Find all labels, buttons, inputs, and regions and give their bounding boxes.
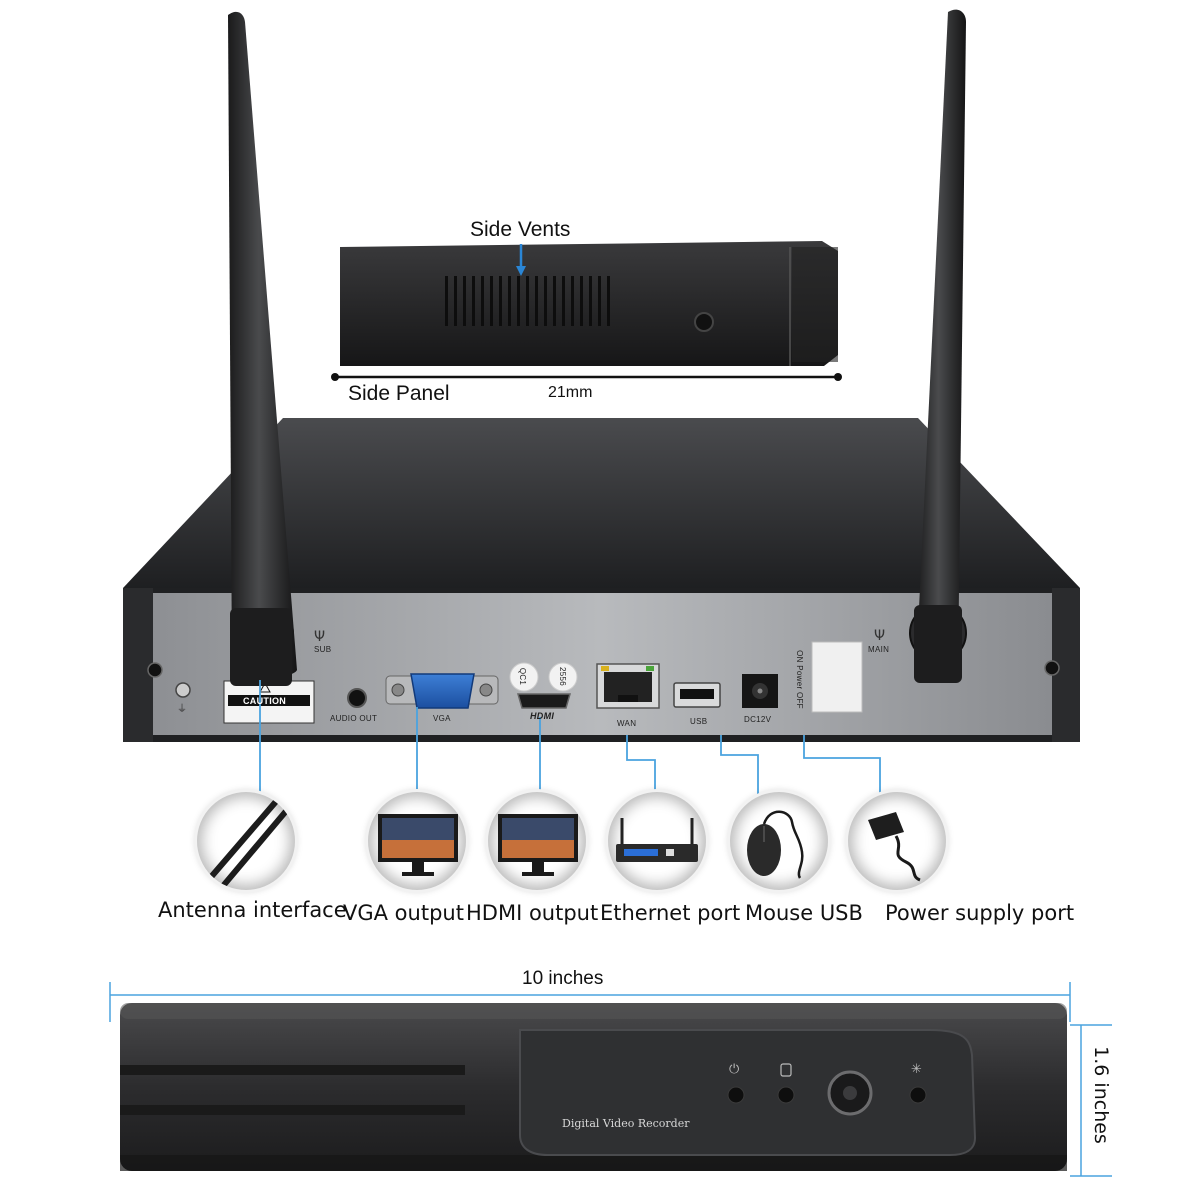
serial-sticker-text: 2556 xyxy=(558,667,567,686)
audio-out-label: AUDIO OUT xyxy=(330,714,378,723)
side-vents-grille xyxy=(445,276,610,326)
network-led-icon xyxy=(909,1086,927,1104)
svg-text:Ψ: Ψ xyxy=(314,629,325,645)
power-callout-circle xyxy=(848,792,946,890)
side-view-box xyxy=(331,241,842,381)
front-view-chassis: ⏻ ✳ xyxy=(120,1003,1067,1171)
height-dimension-line xyxy=(1070,1024,1112,1177)
usb-label: USB xyxy=(690,717,708,726)
vga-port xyxy=(385,673,499,709)
mouse-icon xyxy=(747,810,804,879)
power-led-icon xyxy=(727,1086,745,1104)
width-dimension-line xyxy=(109,982,1071,1022)
height-label: 1.6 inches xyxy=(1089,1046,1112,1144)
main-label: MAIN xyxy=(868,645,890,654)
power-adapter-icon xyxy=(868,812,921,882)
vga-callout-circle xyxy=(368,792,466,890)
sub-label: SUB xyxy=(314,645,332,654)
svg-text:✳: ✳ xyxy=(911,1062,922,1077)
antenna-left xyxy=(228,11,297,686)
mouse-usb-label: Mouse USB xyxy=(745,901,863,925)
wan-label: WAN xyxy=(617,719,637,728)
power-switch xyxy=(811,641,863,713)
ethernet-port-label: Ethernet port xyxy=(600,901,741,925)
power-supply-port-label: Power supply port xyxy=(885,901,1075,925)
width-label: 10 inches xyxy=(522,968,604,989)
caution-label: CAUTION xyxy=(243,696,287,706)
side-panel-label: Side Panel xyxy=(348,382,450,405)
svg-text:⏻: ⏻ xyxy=(729,1062,739,1077)
audio-out-jack xyxy=(347,688,367,708)
ethernet-callout-circle xyxy=(608,792,706,890)
qc-sticker xyxy=(509,662,539,692)
side-dimension-label: 21mm xyxy=(548,384,593,401)
router-icon xyxy=(616,818,698,862)
side-vents-label: Side Vents xyxy=(470,218,571,241)
ground-screw-icon xyxy=(175,682,191,698)
front-badge-panel xyxy=(519,1029,977,1156)
hdmi-output-label: HDMI output xyxy=(466,901,599,925)
side-screw-icon xyxy=(694,312,714,332)
monitor-icon xyxy=(378,814,458,876)
antenna-interface-label: Antenna interface xyxy=(158,898,347,922)
serial-sticker xyxy=(548,662,578,692)
qc-sticker-text: QC1 xyxy=(518,667,528,686)
usb-port xyxy=(673,682,721,708)
vga-label: VGA xyxy=(433,714,451,723)
hdmi-port xyxy=(517,693,571,709)
monitor-icon xyxy=(498,814,578,876)
power-switch-label: ON Power OFF xyxy=(794,650,804,709)
vga-output-label: VGA output xyxy=(343,901,464,925)
svg-text:⏚: ⏚ xyxy=(177,703,187,715)
hdmi-logo: HDMI xyxy=(530,711,555,721)
antenna-pair-icon xyxy=(202,795,295,889)
dc12v-label: DC12V xyxy=(744,715,772,724)
antenna-right xyxy=(914,9,966,683)
dc12v-port xyxy=(742,674,778,708)
wan-port xyxy=(596,663,660,709)
mouse-callout-circle xyxy=(730,792,828,890)
hdmi-callout-circle xyxy=(488,792,586,890)
hdd-led-icon xyxy=(777,1086,795,1104)
callout-lines xyxy=(259,680,881,795)
antenna-callout-circle xyxy=(197,792,295,890)
svg-text:Ψ: Ψ xyxy=(874,628,885,644)
brand-text: Digital Video Recorder xyxy=(562,1117,690,1130)
